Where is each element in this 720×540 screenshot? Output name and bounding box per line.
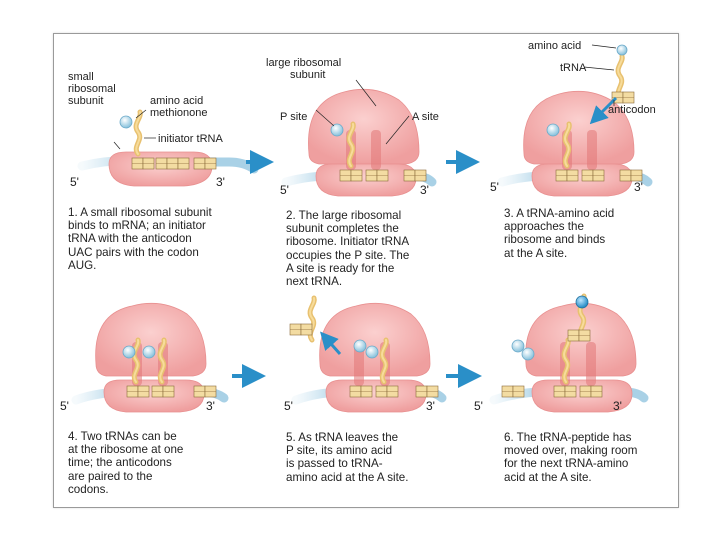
five-prime-label-4: 5' <box>60 399 69 413</box>
translation-diagram: 5' 3' small ribosomal subunit amino acid… <box>60 40 656 413</box>
next-amino-acid <box>575 295 589 309</box>
departing-arrow <box>320 331 342 355</box>
caption-panel-1: 1. A small ribosomal subunit binds to mR… <box>68 206 212 272</box>
three-prime-label-4: 3' <box>206 399 215 413</box>
caption-panel-3: 3. A tRNA-amino acid approaches the ribo… <box>504 207 615 260</box>
amino-acid-methionine <box>119 115 133 129</box>
initiator-trna-shape <box>136 112 140 154</box>
large-ribosomal-subunit <box>319 302 431 377</box>
svg-text:5': 5' <box>490 180 499 194</box>
svg-text:5': 5' <box>60 399 69 413</box>
svg-text:3': 3' <box>206 399 215 413</box>
small-subunit-label-l2: ribosomal <box>68 83 116 95</box>
caption-panel-5: 5. As tRNA leaves the P site, its amino … <box>286 431 409 484</box>
large-ribosomal-subunit <box>308 88 420 165</box>
diagram-frame: 5' 3' small ribosomal subunit amino acid… <box>53 33 679 508</box>
initiator-trna-label: initiator tRNA <box>158 133 223 145</box>
five-prime-label-1: 5' <box>70 175 79 189</box>
panel-1-art <box>77 110 259 187</box>
small-subunit-label-l3: subunit <box>68 95 103 107</box>
p-site-label: P site <box>280 111 307 123</box>
trna-label: tRNA <box>560 62 587 74</box>
mrna-codons <box>131 157 217 170</box>
five-prime-label-6: 5' <box>474 399 483 413</box>
three-prime-label-5: 3' <box>426 399 435 413</box>
svg-text:5': 5' <box>474 399 483 413</box>
five-prime-label-5: 5' <box>284 399 293 413</box>
three-prime-label-6: 3' <box>613 399 622 413</box>
three-prime-label-2: 3' <box>420 183 429 197</box>
svg-text:3': 3' <box>426 399 435 413</box>
caption-panel-4: 4. Two tRNAs can be at the ribosome at o… <box>68 430 184 496</box>
svg-text:3': 3' <box>216 175 225 189</box>
panel-6-art <box>489 295 649 413</box>
anticodon-label: anticodon <box>608 104 656 116</box>
svg-text:5': 5' <box>284 399 293 413</box>
a-site-channel <box>371 130 381 170</box>
svg-text:5': 5' <box>70 175 79 189</box>
panel-3-art <box>497 44 653 197</box>
svg-text:3': 3' <box>613 399 622 413</box>
panel-2-art <box>281 79 437 197</box>
svg-text:3': 3' <box>634 180 643 194</box>
three-prime-label-3: 3' <box>634 180 643 194</box>
incoming-amino-acid <box>616 44 628 56</box>
svg-text:3': 3' <box>420 183 429 197</box>
panel-4-art <box>71 302 229 413</box>
small-subunit-label: small ribosomal subunit <box>68 71 119 107</box>
caption-panel-6: 6. The tRNA-peptide has moved over, maki… <box>504 431 638 484</box>
a-site-label: A site <box>412 111 439 123</box>
mrna-codons <box>339 169 427 182</box>
caption-panel-2: 2. The large ribosomal subunit completes… <box>286 209 410 289</box>
large-ribosomal-subunit <box>95 302 207 377</box>
five-prime-label-2: 5' <box>280 183 289 197</box>
five-prime-label-3: 5' <box>490 180 499 194</box>
amino-acid-methionone-label: amino acid methionone <box>150 95 208 119</box>
small-subunit-label-l1: small <box>68 71 94 83</box>
approach-arrow <box>589 96 618 125</box>
incoming-trna <box>618 56 622 98</box>
amino-acid-label: amino acid <box>528 40 581 52</box>
svg-text:5': 5' <box>280 183 289 197</box>
three-prime-label-1: 3' <box>216 175 225 189</box>
large-subunit-label: large ribosomal subunit <box>266 57 344 81</box>
panel-5-art <box>289 298 447 413</box>
amino-acid <box>330 123 344 137</box>
